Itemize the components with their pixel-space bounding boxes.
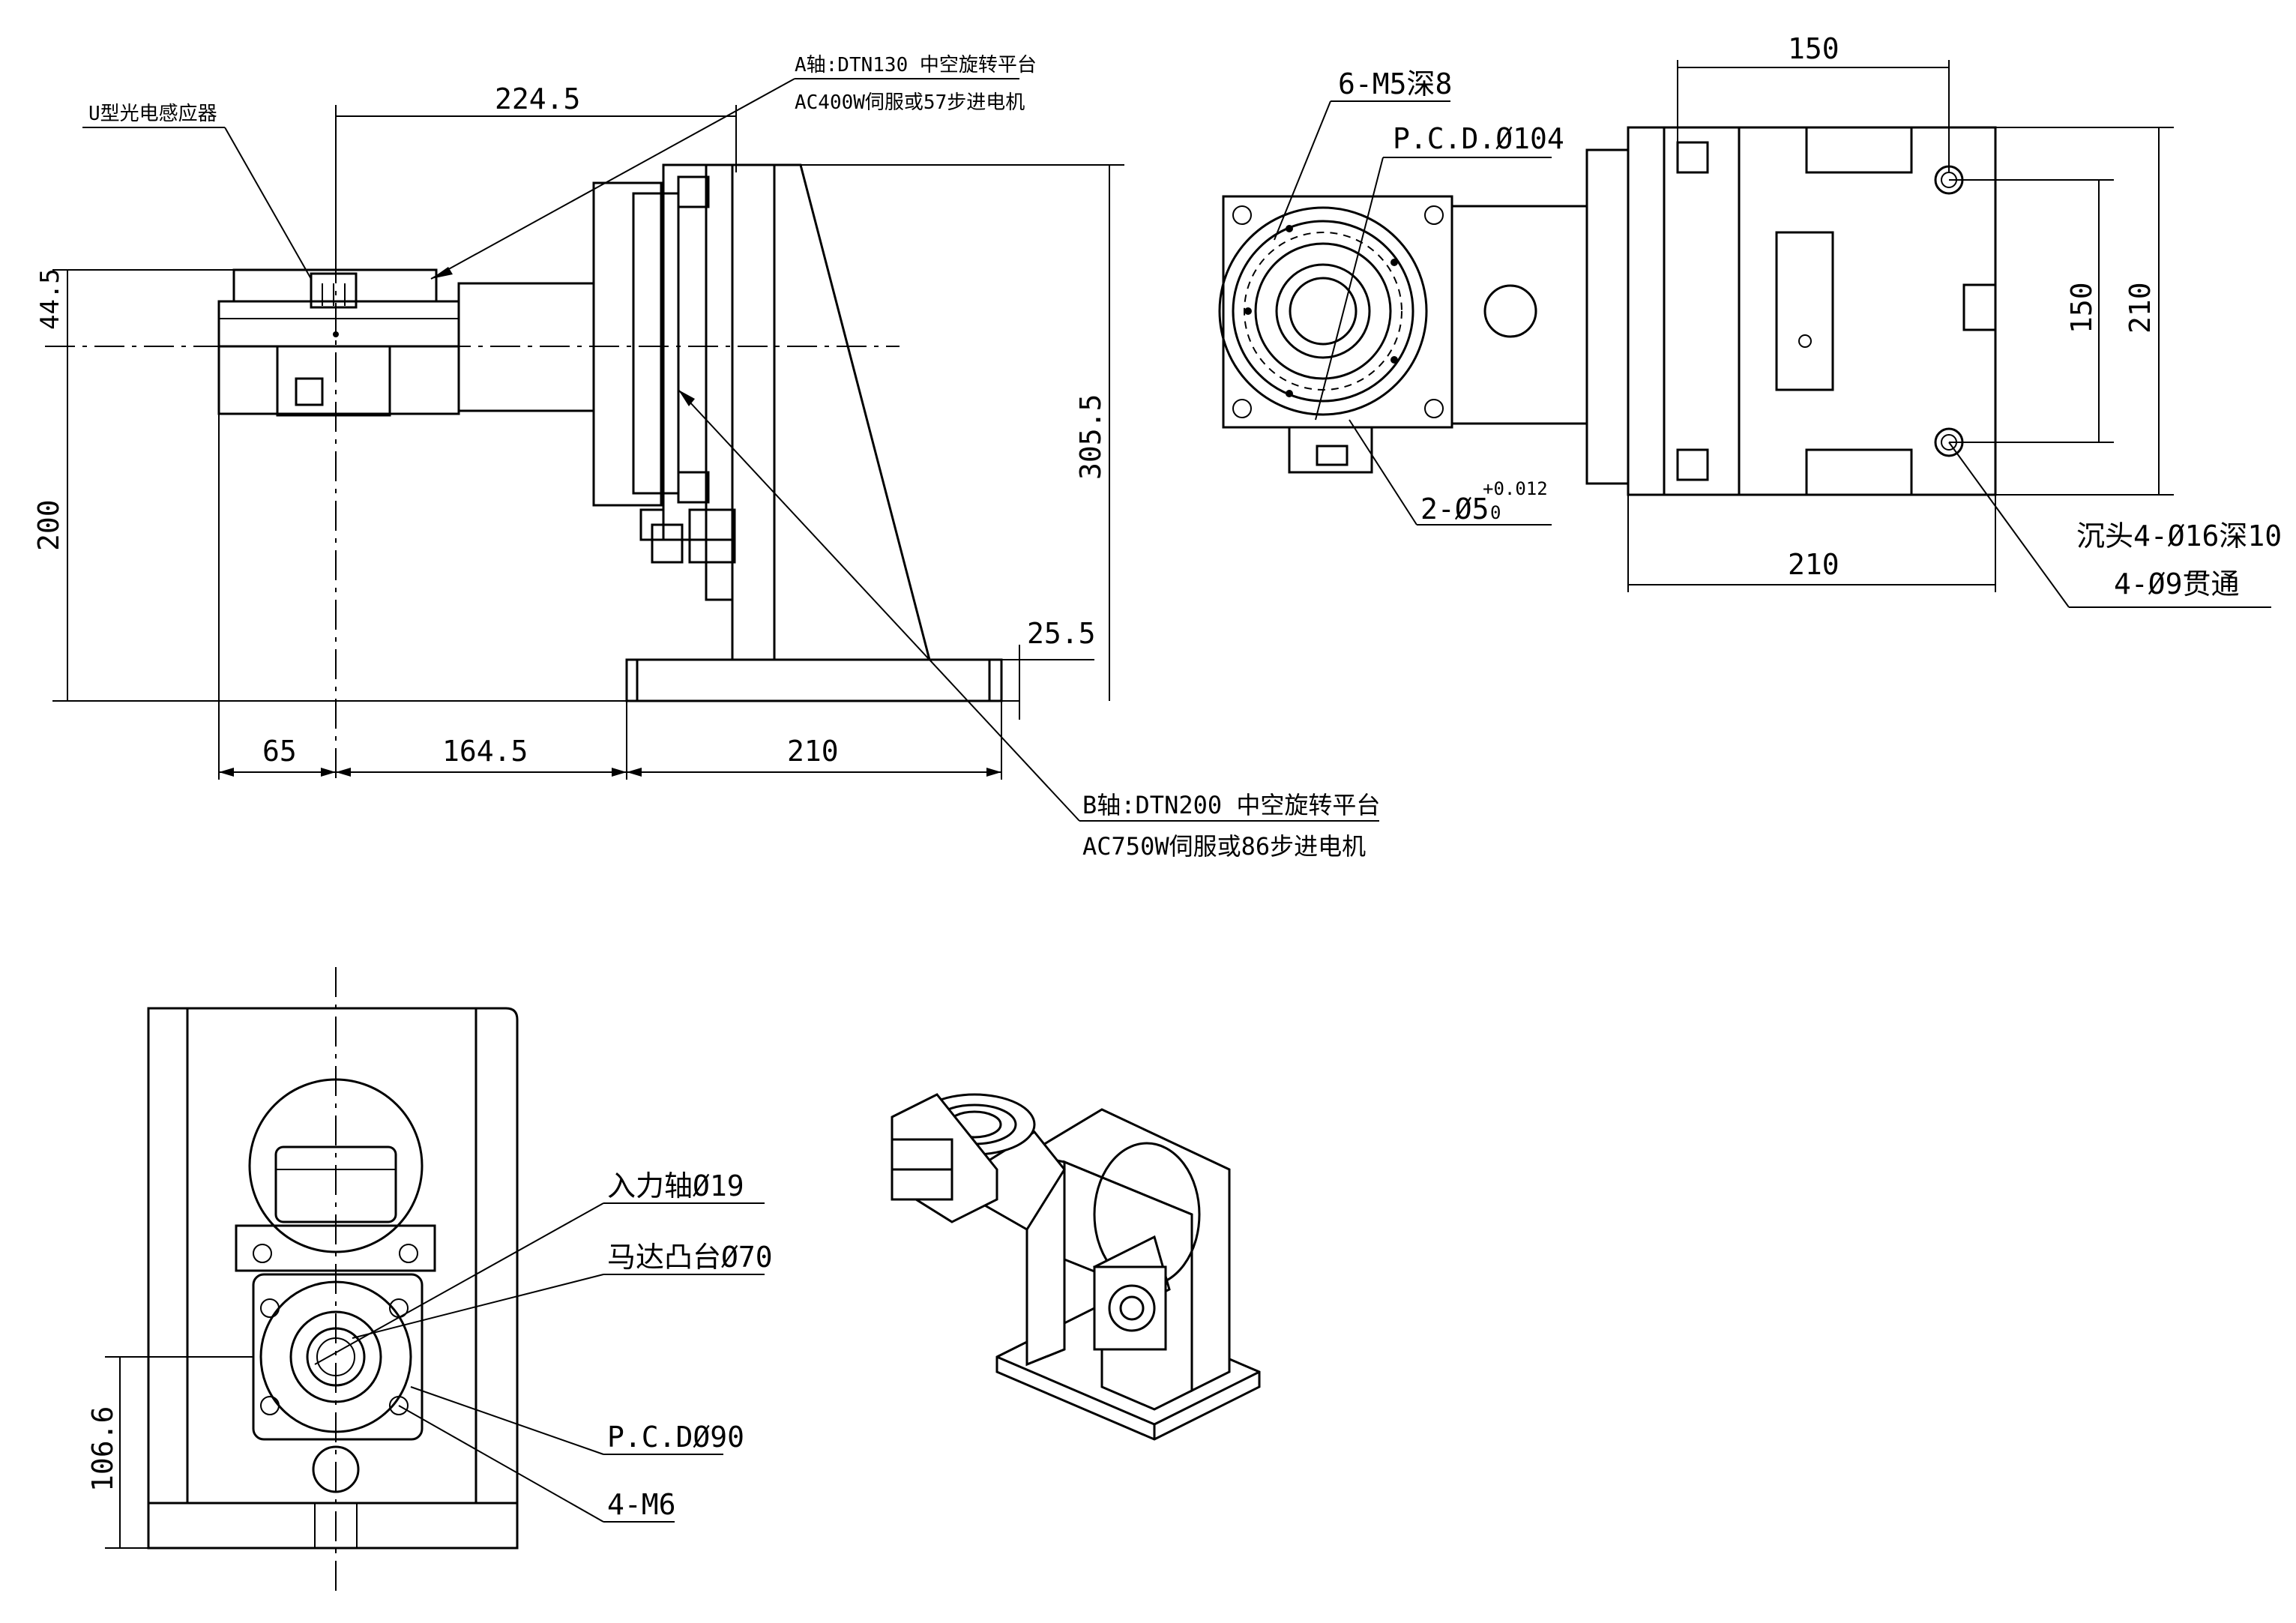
side-view: 6-M5深8 P.C.D.Ø104 2-Ø5 +0.012 0 沉头4-Ø16深… [1218, 32, 2282, 608]
label-pcd104: P.C.D.Ø104 [1393, 122, 1564, 155]
label-through-holes: 4-Ø9贯通 [2114, 567, 2240, 600]
label-motor-boss: 马达凸台Ø70 [607, 1241, 773, 1274]
label-counterbore: 沉头4-Ø16深10 [2076, 520, 2282, 552]
dim-305-5: 305.5 [1074, 394, 1107, 480]
label-b-axis-1: B轴:DTN200 中空旋转平台 [1082, 791, 1380, 819]
label-m6-holes: 4-M6 [607, 1488, 676, 1521]
dim-25-5: 25.5 [1027, 617, 1096, 650]
label-pin-tol-upper: +0.012 [1483, 478, 1548, 499]
label-a-axis-2: AC400W伺服或57步进电机 [795, 91, 1025, 114]
dim-200: 200 [32, 499, 65, 551]
dim-150-side: 150 [2065, 282, 2098, 334]
dim-65: 65 [262, 735, 297, 768]
label-sensor: U型光电感应器 [88, 103, 217, 125]
label-m5-holes: 6-M5深8 [1338, 67, 1452, 100]
dim-210-front: 210 [787, 735, 839, 768]
dim-150-top: 150 [1788, 32, 1839, 65]
label-pcd90: P.C.DØ90 [607, 1421, 744, 1454]
label-pin-holes: 2-Ø5 [1420, 493, 1489, 526]
isometric-view [891, 1093, 1261, 1441]
label-pin-tol-lower: 0 [1490, 502, 1501, 523]
back-view: 入力轴Ø19 马达凸台Ø70 P.C.DØ90 4-M6 106.6 [86, 967, 773, 1597]
dim-210-bottom: 210 [1788, 548, 1839, 581]
front-view: U型光电感应器 A轴:DTN130 中空旋转平台 AC400W伺服或57步进电机… [32, 54, 1380, 861]
dim-210-side: 210 [2124, 282, 2157, 334]
label-input-shaft: 入力轴Ø19 [607, 1169, 744, 1202]
label-b-axis-2: AC750W伺服或86步进电机 [1082, 832, 1366, 861]
label-a-axis-1: A轴:DTN130 中空旋转平台 [795, 54, 1037, 76]
dim-164-5: 164.5 [442, 735, 528, 768]
dim-44-5: 44.5 [35, 268, 65, 330]
dim-224-5: 224.5 [495, 82, 580, 115]
dim-106-6: 106.6 [86, 1406, 119, 1492]
